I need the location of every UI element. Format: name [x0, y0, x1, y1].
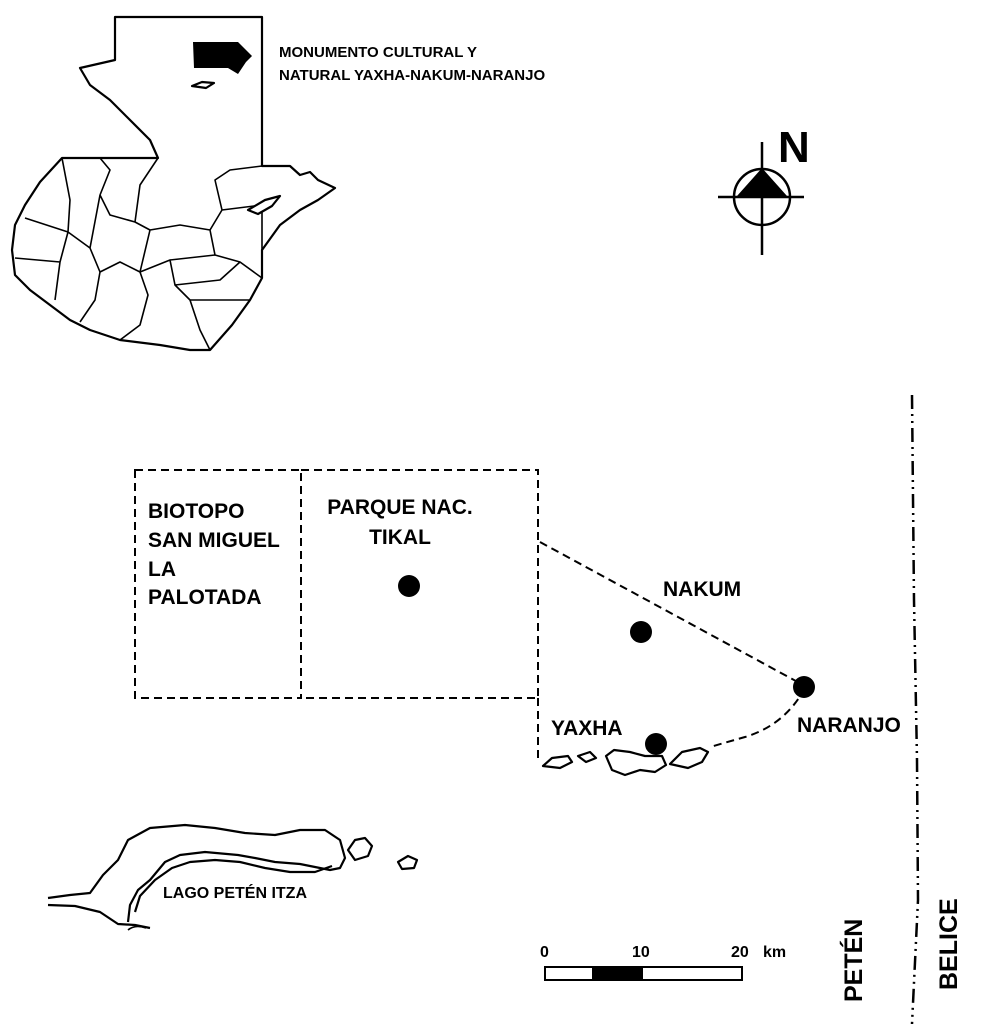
legend-line-1: MONUMENTO CULTURAL Y	[279, 44, 477, 61]
biotopo-label-line-1: BIOTOPO	[148, 500, 244, 523]
scale-unit: km	[763, 944, 786, 961]
tikal-site-marker	[398, 575, 420, 597]
yaxha-lakes	[541, 746, 710, 777]
scale-bar: 0 10 20 km	[540, 944, 786, 981]
biotopo-label-line-2: SAN MIGUEL	[148, 529, 280, 552]
scale-tick-0: 0	[540, 944, 549, 961]
belice-region-label: BELICE	[935, 898, 963, 990]
legend-line-2: NATURAL YAXHA-NAKUM-NARANJO	[279, 67, 545, 84]
north-pointer-icon	[737, 168, 787, 196]
monument-location-marker	[193, 42, 252, 74]
tikal-label-line-2: TIKAL	[369, 526, 431, 549]
scale-tick-20: 20	[731, 944, 749, 961]
yaxha-site-marker	[645, 733, 667, 755]
biotopo-label-line-4: PALOTADA	[148, 586, 262, 609]
monument-boundary-north	[539, 541, 806, 687]
protected-area-boundaries	[134, 469, 806, 758]
nakum-site-marker	[630, 621, 652, 643]
biotopo-boundary	[134, 469, 302, 699]
yaxha-label: YAXHA	[551, 717, 623, 740]
scale-tick-10: 10	[632, 944, 650, 961]
north-arrow: N	[718, 123, 810, 255]
guatemala-inset-map	[10, 15, 337, 352]
lake-shore-outer	[47, 823, 347, 923]
north-label: N	[778, 123, 810, 172]
lake-label: LAGO PETÉN ITZA	[163, 883, 307, 902]
lake-inset-small	[190, 80, 216, 90]
lake-island-2	[396, 854, 419, 871]
tikal-label: PARQUE NAC. TIKAL	[327, 496, 472, 549]
lake-island-1	[346, 836, 374, 862]
lake-inset-shape	[246, 194, 282, 216]
tikal-boundary	[301, 469, 539, 699]
naranjo-site-marker	[793, 676, 815, 698]
tikal-label-line-1: PARQUE NAC.	[327, 496, 472, 519]
peten-region-label: PETÉN	[839, 919, 868, 1002]
lake-shore-fragment	[127, 925, 147, 931]
lake-shore-inner	[47, 858, 333, 930]
nakum-label: NAKUM	[663, 578, 741, 601]
biotopo-label: BIOTOPO SAN MIGUEL LA PALOTADA	[148, 500, 280, 609]
naranjo-label: NARANJO	[797, 714, 901, 737]
biotopo-label-line-3: LA	[148, 558, 176, 581]
department-borders	[14, 157, 263, 351]
monument-boundary-south	[709, 687, 806, 748]
lago-peten-itza	[47, 823, 419, 931]
belize-border	[910, 394, 920, 1024]
